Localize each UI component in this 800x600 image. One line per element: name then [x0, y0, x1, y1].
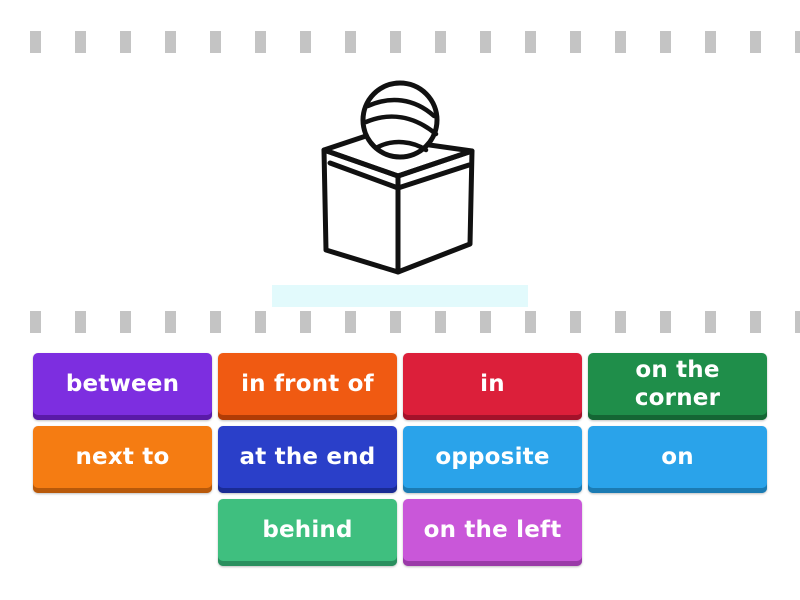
divider-tick	[345, 31, 356, 53]
bottom-divider	[0, 311, 800, 333]
divider-tick	[75, 311, 86, 333]
divider-tick	[255, 311, 266, 333]
answer-tile-on-the-corner[interactable]: on the corner	[588, 353, 767, 420]
divider-tick	[165, 311, 176, 333]
answer-tile-behind[interactable]: behind	[218, 499, 397, 566]
answer-tile-label: next to	[75, 444, 170, 470]
divider-tick	[165, 31, 176, 53]
divider-tick	[255, 31, 266, 53]
answer-tile-label: between	[65, 371, 180, 397]
divider-tick	[615, 311, 626, 333]
divider-tick	[120, 311, 131, 333]
divider-tick	[30, 31, 41, 53]
answer-tile-label: opposite	[435, 444, 550, 470]
answer-tile-next-to[interactable]: next to	[33, 426, 212, 493]
divider-tick	[390, 31, 401, 53]
divider-tick	[795, 311, 800, 333]
divider-tick	[300, 31, 311, 53]
answer-tile-label: in front of	[241, 371, 374, 397]
answer-tile-on[interactable]: on	[588, 426, 767, 493]
answer-tile-between[interactable]: between	[33, 353, 212, 420]
divider-tick	[345, 311, 356, 333]
answer-tile-in-front-of[interactable]: in front of	[218, 353, 397, 420]
answer-tile-label: behind	[262, 517, 353, 543]
divider-tick	[660, 311, 671, 333]
divider-tick	[435, 31, 446, 53]
divider-tick	[480, 311, 491, 333]
answer-tile-label: on the left	[423, 517, 562, 543]
divider-tick	[525, 311, 536, 333]
divider-tick	[435, 311, 446, 333]
divider-tick	[210, 311, 221, 333]
answer-tile-label: at the end	[239, 444, 376, 470]
divider-tick	[660, 31, 671, 53]
answer-tile-opposite[interactable]: opposite	[403, 426, 582, 493]
divider-tick	[750, 311, 761, 333]
divider-tick	[705, 311, 716, 333]
divider-tick	[705, 31, 716, 53]
divider-tick	[300, 311, 311, 333]
divider-tick	[795, 31, 800, 53]
answer-tile-at-the-end[interactable]: at the end	[218, 426, 397, 493]
divider-tick	[210, 31, 221, 53]
divider-tick	[480, 31, 491, 53]
divider-tick	[30, 311, 41, 333]
divider-tick	[75, 31, 86, 53]
answer-tile-on-the-left[interactable]: on the left	[403, 499, 582, 566]
divider-tick	[570, 311, 581, 333]
top-divider	[0, 31, 800, 53]
divider-tick	[525, 31, 536, 53]
answer-tile-label: in	[480, 371, 505, 397]
ball-on-box-icon	[272, 80, 528, 307]
divider-tick	[570, 31, 581, 53]
divider-tick	[390, 311, 401, 333]
picture-card	[272, 58, 528, 308]
answer-tile-label: on the corner	[634, 357, 721, 411]
answer-tile-label: on	[661, 444, 694, 470]
divider-tick	[750, 31, 761, 53]
answer-tile-in[interactable]: in	[403, 353, 582, 420]
divider-tick	[615, 31, 626, 53]
divider-tick	[120, 31, 131, 53]
